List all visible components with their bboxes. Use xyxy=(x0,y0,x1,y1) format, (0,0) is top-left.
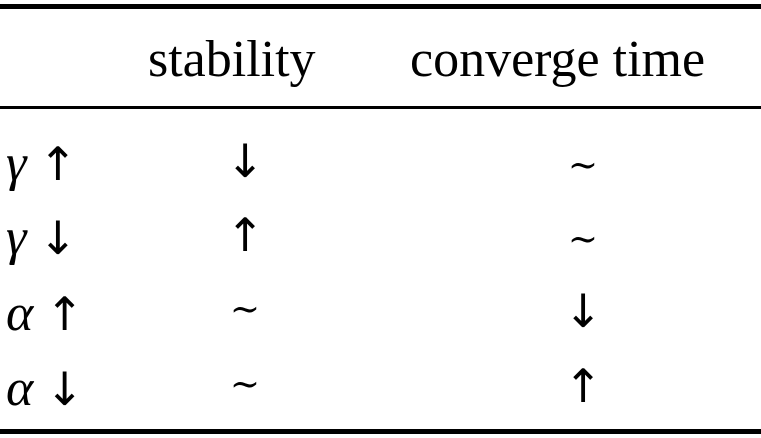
header-rule xyxy=(0,106,761,109)
row-param: α xyxy=(6,285,34,342)
row-param: γ xyxy=(6,209,27,266)
converge-time-cell: ~ xyxy=(567,219,599,260)
row-param: α xyxy=(6,360,34,417)
row-direction: ↓ xyxy=(45,362,84,416)
header-converge-time: converge time xyxy=(410,31,706,88)
row-direction: ↓ xyxy=(38,211,78,265)
row-direction: ↑ xyxy=(38,137,78,191)
row-direction: ↑ xyxy=(45,287,84,341)
top-rule xyxy=(0,4,761,9)
row-label: γ↓ xyxy=(6,212,77,264)
row-label: γ↑ xyxy=(6,138,77,190)
converge-time-cell: ~ xyxy=(567,145,599,186)
header-stability: stability xyxy=(148,31,316,88)
stability-cell: ~ xyxy=(229,289,261,330)
converge-time-cell: ↓ xyxy=(563,284,603,338)
stability-cell: ↑ xyxy=(225,208,265,262)
converge-time-cell: ↑ xyxy=(563,359,603,413)
stability-cell: ~ xyxy=(229,364,261,405)
row-param: γ xyxy=(6,135,27,192)
row-label: α↓ xyxy=(6,363,84,415)
bottom-rule xyxy=(0,429,761,434)
stability-cell: ↓ xyxy=(225,134,265,188)
row-label: α↑ xyxy=(6,288,84,340)
